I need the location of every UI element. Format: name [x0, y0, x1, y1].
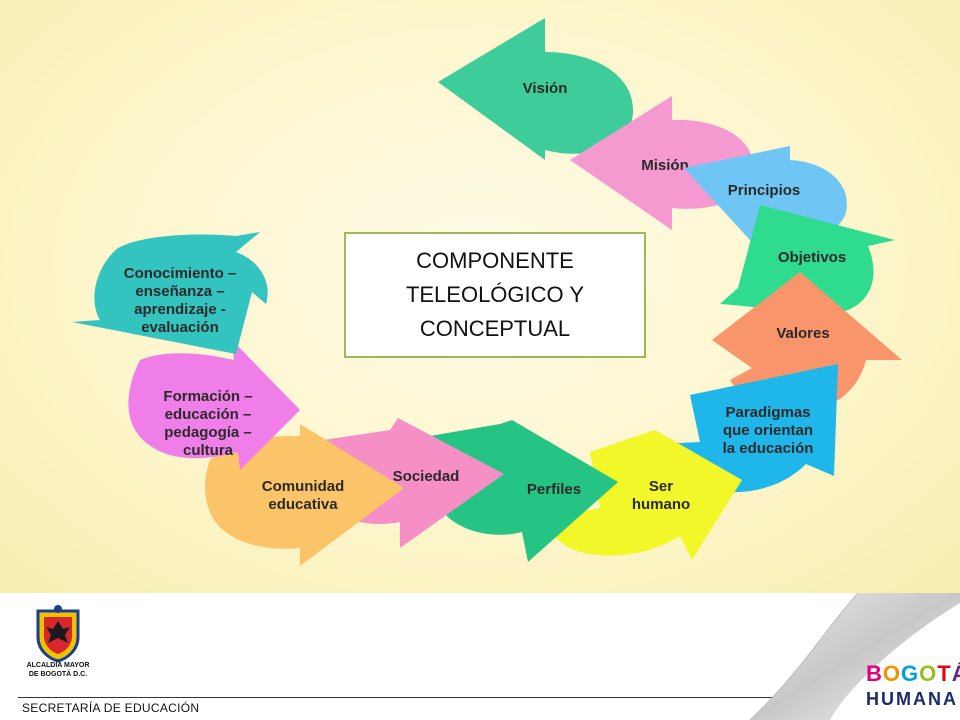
cycle-diagram: VisiónMisiónPrincipiosObjetivosValoresPa… — [72, 18, 902, 566]
arrow-formacion: Formación –educación –pedagogía –cultura — [128, 340, 300, 470]
logo-letter: B — [866, 661, 883, 686]
secretaria-label: SECRETARÍA DE EDUCACIÓN — [22, 701, 200, 715]
arrow-mision: Misión — [570, 96, 754, 230]
arrow-label-paradigmas: la educación — [723, 440, 814, 457]
footer-divider — [18, 697, 778, 698]
footer: ALCALDÍA MAYOR DE BOGOTÁ D.C. SECRETARÍA… — [0, 593, 960, 720]
arrow-objetivos: Objetivos — [720, 205, 895, 314]
alcaldia-label: ALCALDÍA MAYOR DE BOGOTÁ D.C. — [18, 661, 98, 679]
center-title-line-1: COMPONENTE — [416, 248, 574, 273]
arrow-label-paradigmas: Paradigmas — [725, 404, 810, 421]
bogota-humana-logo-bottom: HUMANA — [866, 689, 958, 709]
logo-letter: O — [882, 661, 902, 686]
page-curl-decoration — [749, 593, 960, 720]
center-title-line-3: CONCEPTUAL — [419, 316, 571, 341]
arrow-shape-comunidad — [205, 424, 404, 566]
arrow-shape-formacion — [128, 340, 300, 470]
arrow-shape-perfiles — [430, 420, 618, 562]
arrow-shape-ser-humano — [546, 430, 742, 560]
arrow-label-formacion: cultura — [183, 442, 234, 459]
arrow-label-formacion: educación – — [165, 406, 252, 423]
arrow-valores: Valores — [712, 272, 902, 413]
alcaldia-line-2: DE BOGOTÁ D.C. — [28, 671, 88, 678]
arrow-vision: Visión — [438, 18, 634, 160]
alcaldia-line-1: ALCALDÍA MAYOR — [26, 662, 90, 669]
arrow-shape-objetivos — [720, 205, 895, 314]
arrow-label-paradigmas: que orientan — [723, 422, 813, 439]
arrow-label-ser-humano: humano — [632, 496, 690, 513]
arrow-shape-vision — [438, 18, 634, 160]
arrow-label-comunidad: Comunidad — [262, 478, 345, 495]
arrow-label-perfiles: Perfiles — [527, 481, 581, 498]
bogota-humana-logo-top: BOGOTÁ — [866, 661, 960, 687]
arrow-label-vision: Visión — [523, 80, 568, 97]
logo-letter: G — [901, 661, 920, 686]
logo-letter: O — [919, 661, 938, 686]
arrow-label-conocimiento: evaluación — [141, 319, 219, 336]
arrow-label-conocimiento: enseñanza – — [135, 283, 224, 300]
arrow-label-comunidad: educativa — [268, 496, 338, 513]
arrow-shape-valores — [712, 272, 902, 413]
arrow-shape-conocimiento — [72, 232, 268, 354]
arrow-label-conocimiento: aprendizaje - — [134, 301, 226, 318]
logo-letter: Á — [952, 661, 960, 686]
arrow-label-formacion: pedagogía – — [164, 424, 252, 441]
arrow-label-mision: Misión — [641, 157, 689, 174]
arrow-label-sociedad: Sociedad — [393, 468, 460, 485]
arrow-label-conocimiento: Conocimiento – — [124, 265, 237, 282]
arrow-label-formacion: Formación – — [163, 388, 252, 405]
arrow-shape-mision — [570, 96, 754, 230]
arrow-label-objetivos: Objetivos — [778, 249, 846, 266]
arrow-label-principios: Principios — [728, 182, 801, 199]
arrow-label-ser-humano: Ser — [649, 478, 673, 495]
arrow-label-valores: Valores — [776, 325, 829, 342]
center-title-box: COMPONENTE TELEOLÓGICO Y CONCEPTUAL — [344, 232, 646, 358]
center-title-line-2: TELEOLÓGICO Y — [405, 282, 585, 307]
bogota-coat-of-arms-icon — [36, 605, 80, 663]
arrow-perfiles: Perfiles — [430, 420, 618, 562]
logo-letter: T — [937, 661, 952, 686]
arrow-conocimiento: Conocimiento –enseñanza –aprendizaje -ev… — [72, 232, 268, 354]
